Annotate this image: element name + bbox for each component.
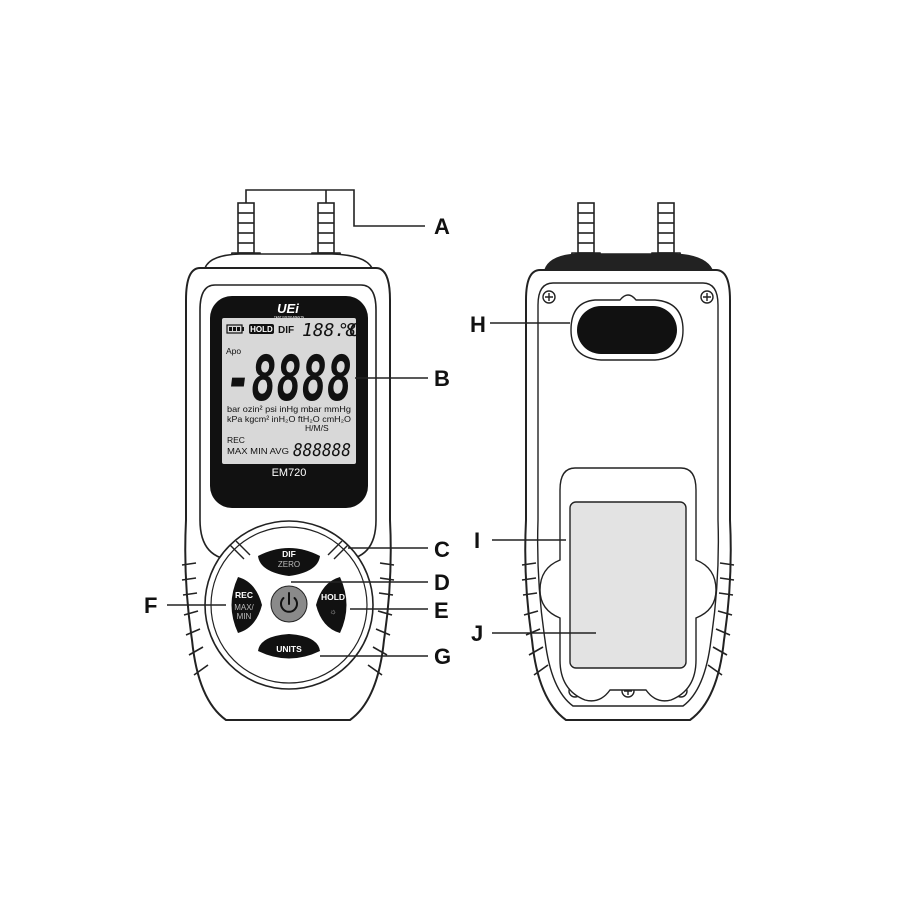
screw-icon	[542, 290, 556, 304]
front-view: UEi TEST INSTRUMENTS HOLD DIF 188.8 °C A…	[181, 202, 395, 721]
backlight-icon: ☼	[329, 607, 336, 616]
callout-i: I	[474, 528, 480, 553]
front-grip-left	[181, 562, 209, 676]
back-body-inner	[536, 282, 720, 707]
callout-f: F	[144, 593, 157, 618]
callout-a-bracket	[245, 189, 425, 227]
hold-indicator: HOLD	[250, 325, 273, 334]
hms-indicator: H/M/S	[305, 423, 329, 433]
callout-c: C	[434, 537, 450, 562]
screw-icon	[700, 290, 714, 304]
front-bezel-notches	[229, 540, 349, 560]
label-panel	[569, 501, 687, 669]
zero-button-label: ZERO	[278, 560, 300, 569]
callout-a: A	[434, 214, 450, 239]
hold-light-button[interactable]: HOLD ☼	[316, 577, 347, 633]
apo-indicator: Apo	[226, 346, 241, 356]
rec-max-min-button[interactable]: REC MAX/ MIN	[231, 577, 263, 633]
rec-button-label: REC	[235, 590, 253, 600]
front-nozzle-left	[229, 202, 263, 263]
power-icon	[280, 592, 298, 613]
callout-lines	[167, 189, 596, 657]
back-nozzle-left	[569, 202, 603, 263]
front-nozzle-right	[309, 202, 343, 263]
max-min-avg-indicator: MAX MIN AVG	[227, 446, 289, 456]
callout-h: H	[470, 312, 486, 337]
front-top-cap	[203, 253, 374, 269]
magnet-recess	[577, 306, 677, 354]
model-label: EM720	[272, 467, 307, 479]
hold-button-label: HOLD	[321, 592, 345, 602]
front-grip-right	[367, 562, 395, 676]
brand-logo-sub: TEST INSTRUMENTS	[274, 315, 304, 319]
temp-unit: °C	[338, 320, 360, 341]
lcd-screen	[222, 318, 356, 464]
min-button-label: MIN	[237, 612, 252, 621]
back-grip-right	[707, 562, 735, 676]
back-nozzle-right	[649, 202, 683, 263]
temp-readout: 188.8	[302, 320, 356, 341]
callout-d: D	[434, 570, 450, 595]
back-top-cap	[543, 253, 714, 271]
counter-readout: 888888	[293, 440, 351, 461]
callout-g: G	[434, 644, 451, 669]
units-button-label: UNITS	[276, 644, 302, 654]
back-grip-left	[521, 562, 549, 676]
brand-logo: UEi	[277, 301, 299, 316]
dif-button-label: DIF	[282, 549, 296, 559]
max-button-label: MAX/	[234, 603, 254, 612]
dif-zero-button[interactable]: DIF ZERO	[258, 548, 320, 576]
units-row-2: kPa kgcm² inH₂O ftH₂O cmH₂O	[227, 414, 351, 424]
callout-b: B	[434, 366, 450, 391]
units-row-1: bar ozin² psi inHg mbar mmHg	[227, 404, 351, 414]
main-readout: -8888	[226, 342, 352, 415]
rec-indicator: REC	[227, 435, 245, 445]
dif-indicator: DIF	[278, 325, 294, 336]
back-view	[521, 202, 735, 721]
hold-indicator-bg	[249, 324, 274, 334]
callout-j: J	[471, 621, 483, 646]
lcd-content: HOLD DIF 188.8 °C Apo -8888 bar ozin² ps…	[226, 320, 360, 461]
battery-icon	[226, 324, 244, 334]
units-button[interactable]: UNITS	[258, 634, 320, 659]
power-button[interactable]	[270, 585, 308, 623]
callout-e: E	[434, 598, 449, 623]
